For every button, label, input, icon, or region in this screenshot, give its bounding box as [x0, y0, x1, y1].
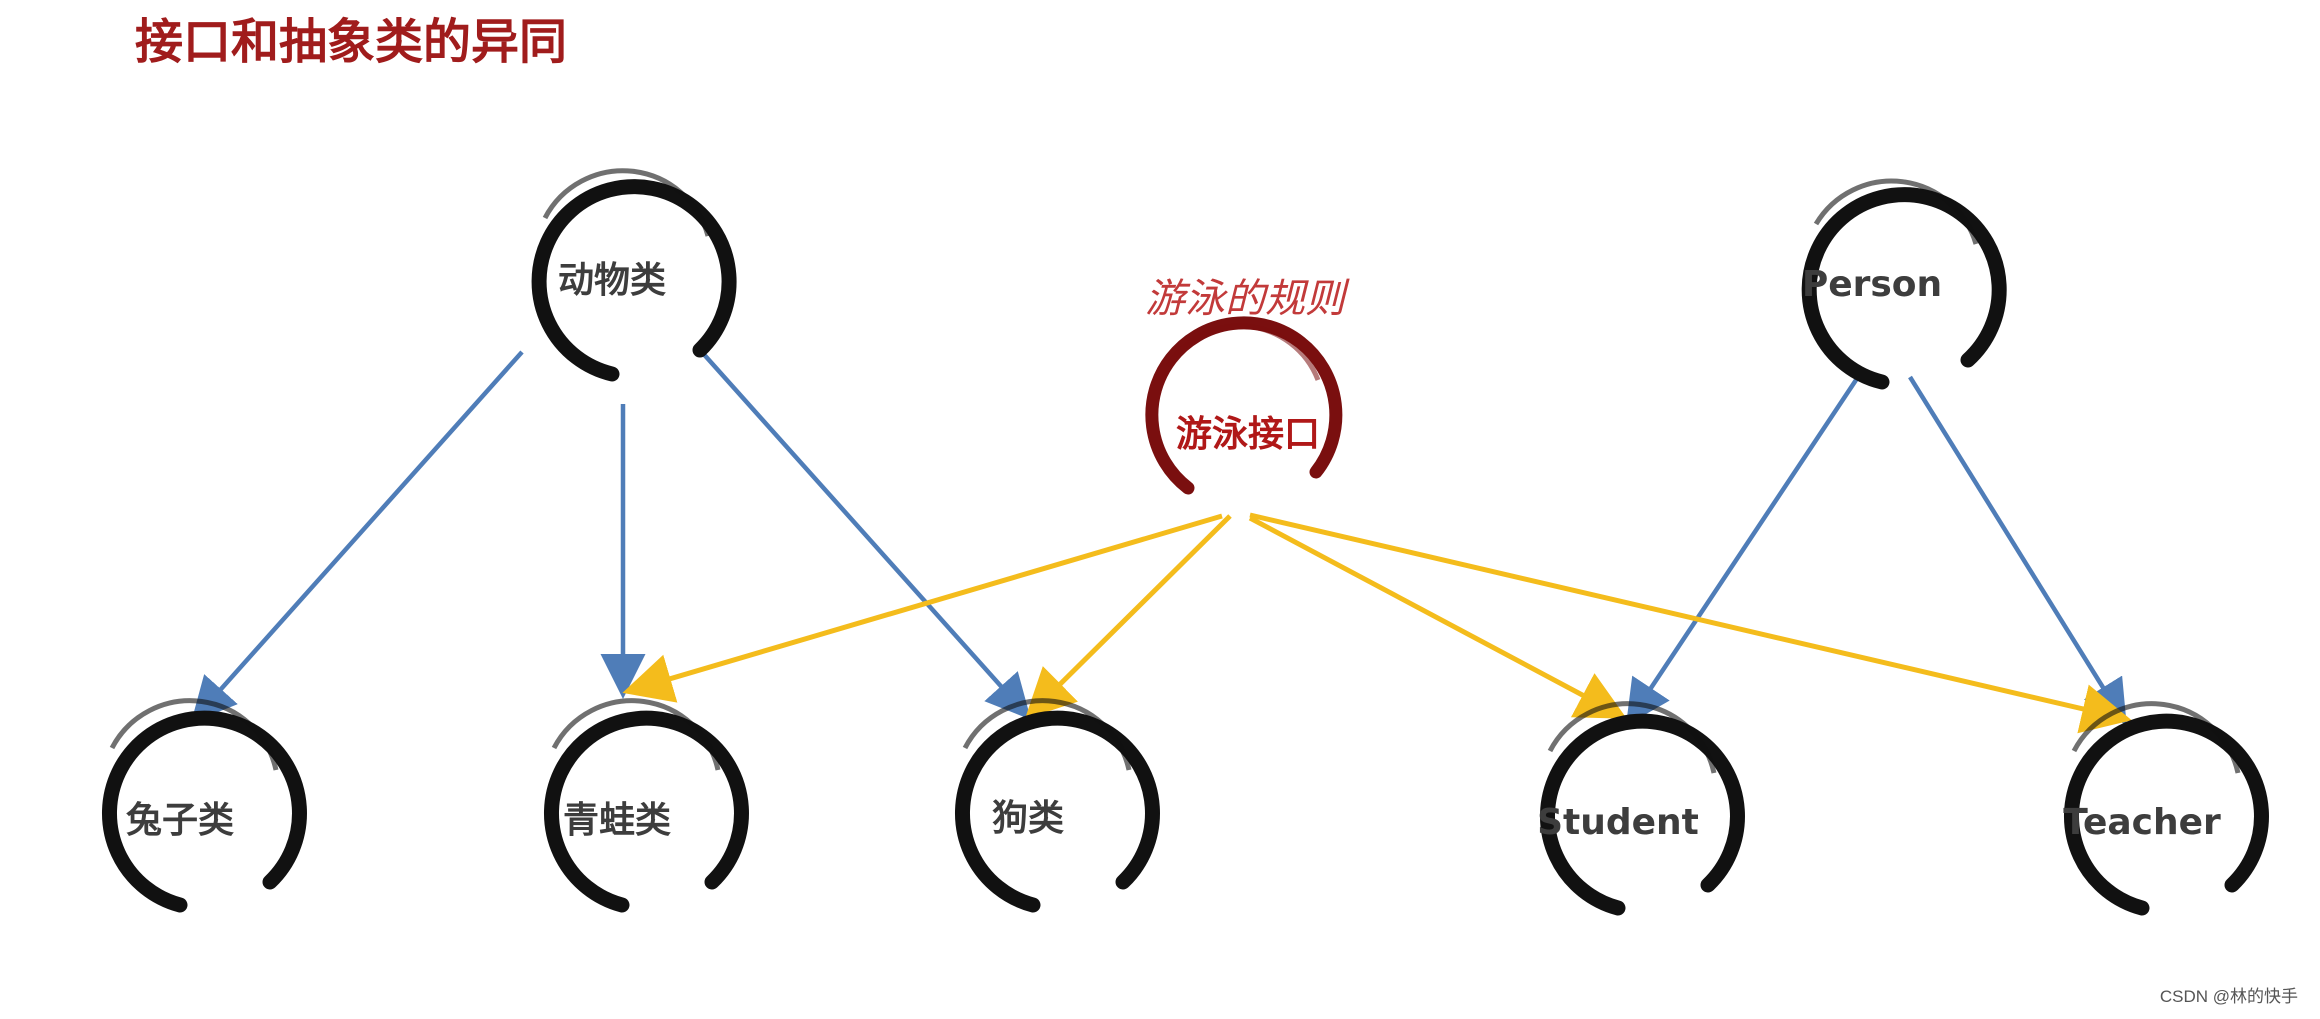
interface-caption: 游泳的规则 — [1145, 276, 1350, 322]
watermark: CSDN @林的快手 — [2159, 987, 2298, 1006]
node-student: Student — [1537, 701, 1745, 916]
edge-person-teacher — [1908, 375, 2127, 726]
node-label-swim: 游泳接口 — [1176, 414, 1320, 455]
edge-swim-student — [1248, 515, 1627, 719]
node-label-teacher: Teacher — [2063, 802, 2221, 843]
edge-swim-dog — [1024, 514, 1232, 720]
node-animal: 动物类 — [531, 168, 737, 382]
node-label-animal: 动物类 — [558, 260, 666, 301]
node-label-person: Person — [1802, 264, 1942, 305]
interface-arrows — [622, 512, 2132, 734]
node-swim-interface: 游泳的规则 游泳接口 — [1145, 276, 1350, 495]
node-dog: 狗类 — [955, 698, 1160, 913]
node-rabbit: 兔子类 — [102, 698, 307, 913]
edge-swim-teacher — [1249, 512, 2132, 734]
edge-animal-rabbit — [191, 350, 524, 723]
node-label-student: Student — [1537, 802, 1699, 843]
node-label-frog: 青蛙类 — [563, 800, 671, 841]
node-label-rabbit: 兔子类 — [126, 800, 234, 841]
edge-swim-frog — [622, 513, 1223, 703]
node-teacher: Teacher — [2063, 701, 2269, 916]
inheritance-arrows — [191, 348, 2127, 726]
edge-animal-dog — [698, 348, 1032, 720]
page-title: 接口和抽象类的异同 — [135, 14, 568, 70]
node-label-dog: 狗类 — [992, 798, 1064, 839]
node-person: Person — [1801, 178, 2007, 390]
edge-person-student — [1626, 375, 1860, 726]
node-frog: 青蛙类 — [544, 698, 749, 913]
